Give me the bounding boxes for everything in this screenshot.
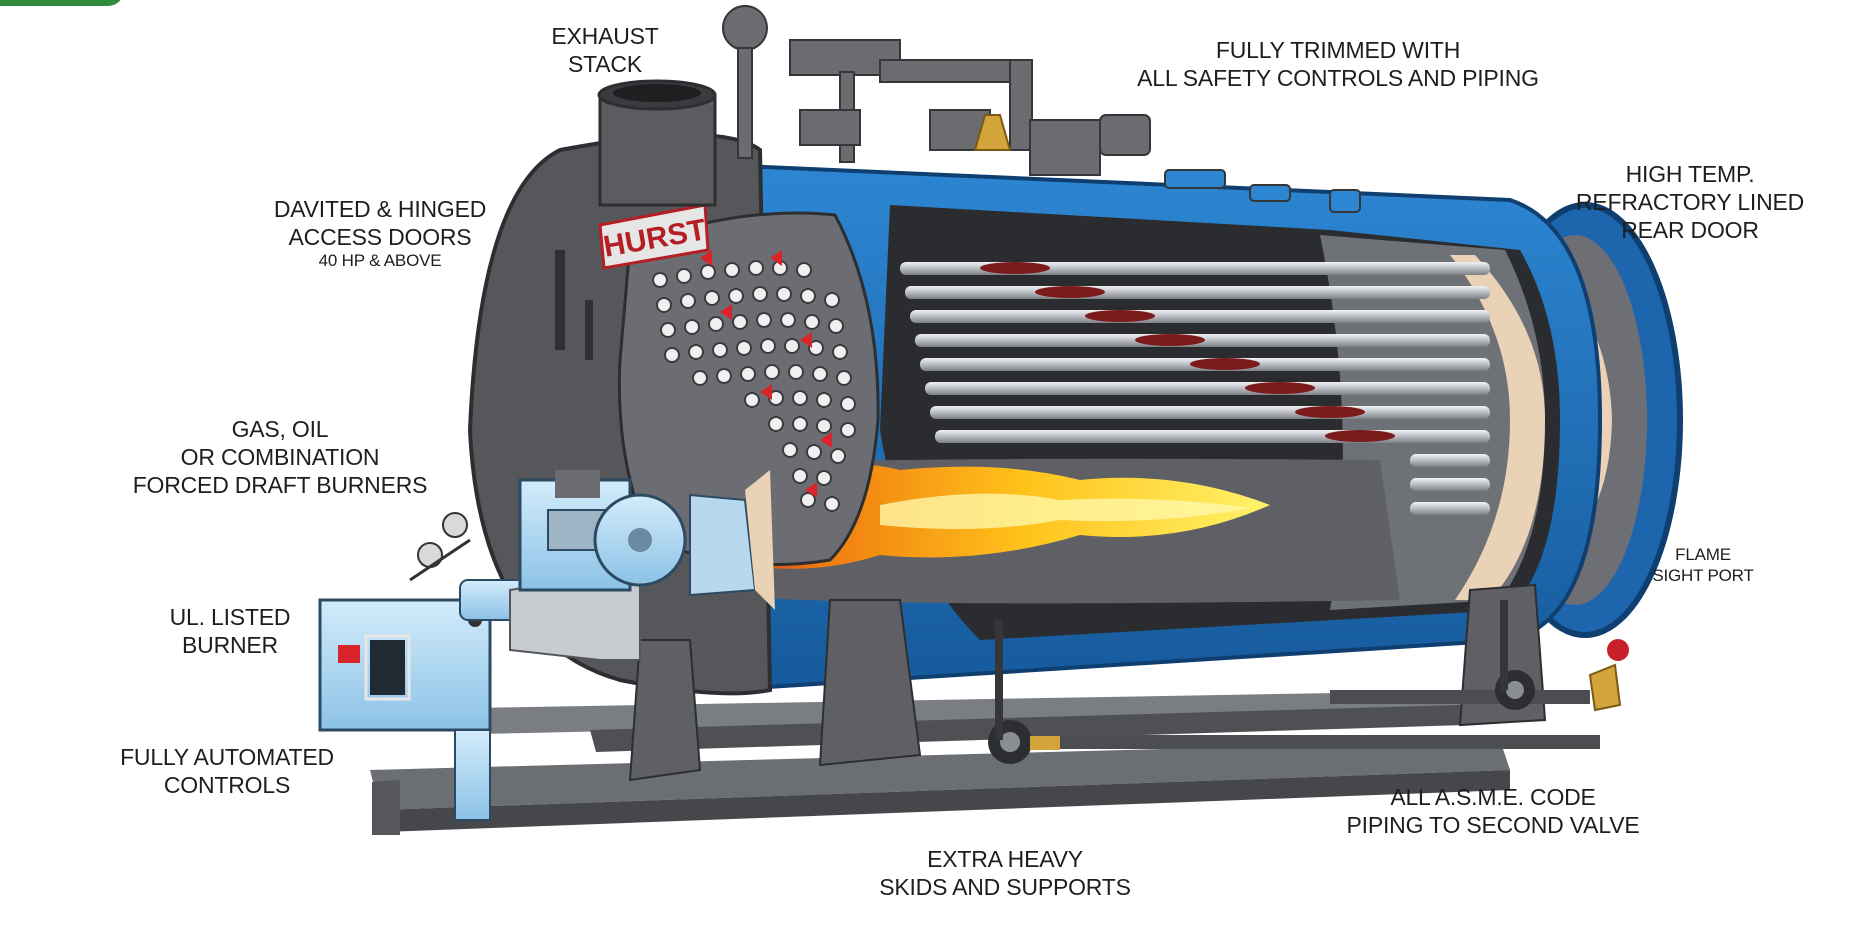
brand-logo-fragment bbox=[0, 0, 124, 6]
fire-tubes bbox=[900, 262, 1490, 515]
burner-assembly bbox=[318, 470, 775, 821]
label-hightemp-line2: REFRACTORY LINED bbox=[1575, 189, 1805, 216]
label-exhaust-line1: EXHAUST bbox=[551, 23, 659, 49]
label-davited-doors: DAVITED & HINGED ACCESS DOORS 40 HP & AB… bbox=[240, 195, 520, 272]
label-asme-line1: ALL A.S.M.E. CODE bbox=[1390, 784, 1596, 810]
label-davited-note: 40 HP & ABOVE bbox=[318, 251, 442, 271]
label-ul-line2: BURNER bbox=[182, 632, 278, 659]
label-flame-line2: SIGHT PORT bbox=[1652, 565, 1754, 585]
label-exhaust-line2: STACK bbox=[568, 51, 642, 78]
brass-valve bbox=[973, 114, 1012, 151]
label-asme-piping: ALL A.S.M.E. CODE PIPING TO SECOND VALVE bbox=[1318, 783, 1668, 839]
label-controls-line2: CONTROLS bbox=[163, 772, 291, 799]
label-high-temp-rear-door: HIGH TEMP. REFRACTORY LINED REAR DOOR bbox=[1545, 160, 1835, 244]
label-exhaust-stack: EXHAUST STACK bbox=[536, 22, 674, 78]
label-ul-line1: UL. LISTED bbox=[169, 604, 291, 630]
bottom-piping bbox=[988, 600, 1629, 764]
label-skids-line1: EXTRA HEAVY bbox=[927, 846, 1083, 872]
skid-base bbox=[370, 690, 1510, 835]
label-skids-line2: SKIDS AND SUPPORTS bbox=[879, 874, 1131, 901]
label-burners-line1: GAS, OIL bbox=[231, 416, 329, 442]
label-hightemp-line3: REAR DOOR bbox=[1621, 217, 1759, 244]
label-flame-sight-port: FLAME SIGHT PORT bbox=[1628, 545, 1778, 586]
label-ul-listed-burner: UL. LISTED BURNER bbox=[140, 603, 320, 659]
label-hightemp-line1: HIGH TEMP. bbox=[1625, 161, 1755, 187]
label-trimmed-line2: ALL SAFETY CONTROLS AND PIPING bbox=[1137, 65, 1539, 92]
label-burners-line3: FORCED DRAFT BURNERS bbox=[132, 472, 428, 499]
label-asme-line2: PIPING TO SECOND VALVE bbox=[1346, 812, 1640, 839]
label-burners: GAS, OIL OR COMBINATION FORCED DRAFT BUR… bbox=[95, 415, 465, 499]
label-flame-line1: FLAME bbox=[1675, 545, 1731, 564]
label-davited-line1: DAVITED & HINGED bbox=[273, 196, 487, 222]
exhaust-stack bbox=[597, 79, 717, 207]
label-burners-line2: OR COMBINATION bbox=[180, 444, 380, 471]
label-davited-line2: ACCESS DOORS bbox=[288, 224, 472, 251]
label-fully-trimmed: FULLY TRIMMED WITH ALL SAFETY CONTROLS A… bbox=[1108, 36, 1568, 92]
label-trimmed-line1: FULLY TRIMMED WITH bbox=[1215, 37, 1461, 63]
label-controls-line1: FULLY AUTOMATED bbox=[120, 744, 334, 770]
label-extra-heavy-skids: EXTRA HEAVY SKIDS AND SUPPORTS bbox=[855, 845, 1155, 901]
label-automated-controls: FULLY AUTOMATED CONTROLS bbox=[92, 743, 362, 799]
